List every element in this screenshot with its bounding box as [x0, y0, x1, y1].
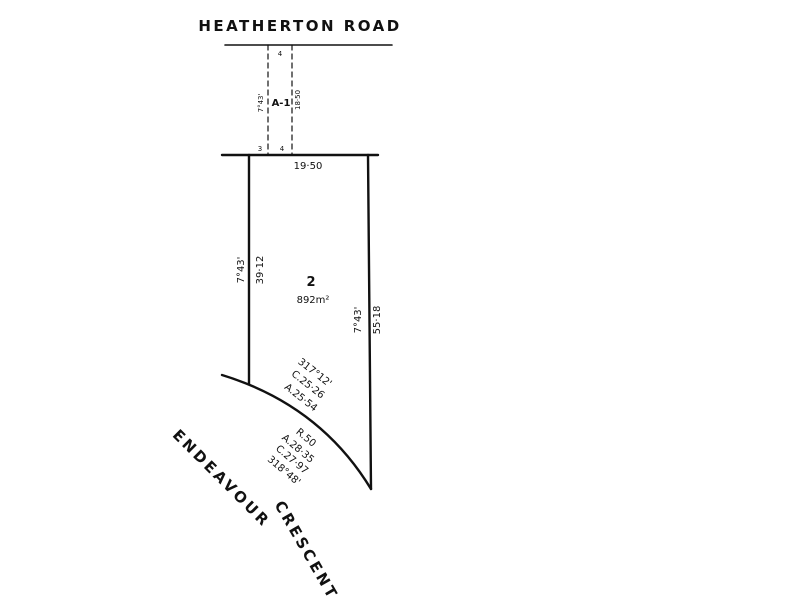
lot-frontage-dimension: 19·50 — [294, 161, 323, 172]
road-name-heatherton: HEATHERTON ROAD — [198, 17, 401, 35]
east-boundary-bearing: 7°43' — [353, 307, 364, 334]
access-width-bottom-left: 3 — [258, 145, 262, 153]
lot-east-boundary — [366, 153, 373, 491]
access-label: A-1 — [272, 98, 291, 109]
lot-number: 2 — [306, 275, 315, 290]
access-bearing: 7°43' — [257, 94, 265, 113]
road-name-endeavour: ENDEAVOUR — [169, 426, 274, 531]
east-boundary-length: 55·18 — [372, 306, 383, 335]
access-width-bottom-right: 4 — [280, 145, 285, 153]
west-boundary-length: 39·12 — [255, 256, 266, 285]
road-name-crescent: CRESCENT — [271, 498, 342, 600]
lot-area: 892m² — [297, 295, 330, 306]
lot-curved-frontage — [220, 373, 373, 491]
access-length: 18·50 — [294, 90, 302, 110]
west-boundary-bearing: 7°43' — [236, 257, 247, 284]
access-width-top: 4 — [278, 50, 283, 58]
